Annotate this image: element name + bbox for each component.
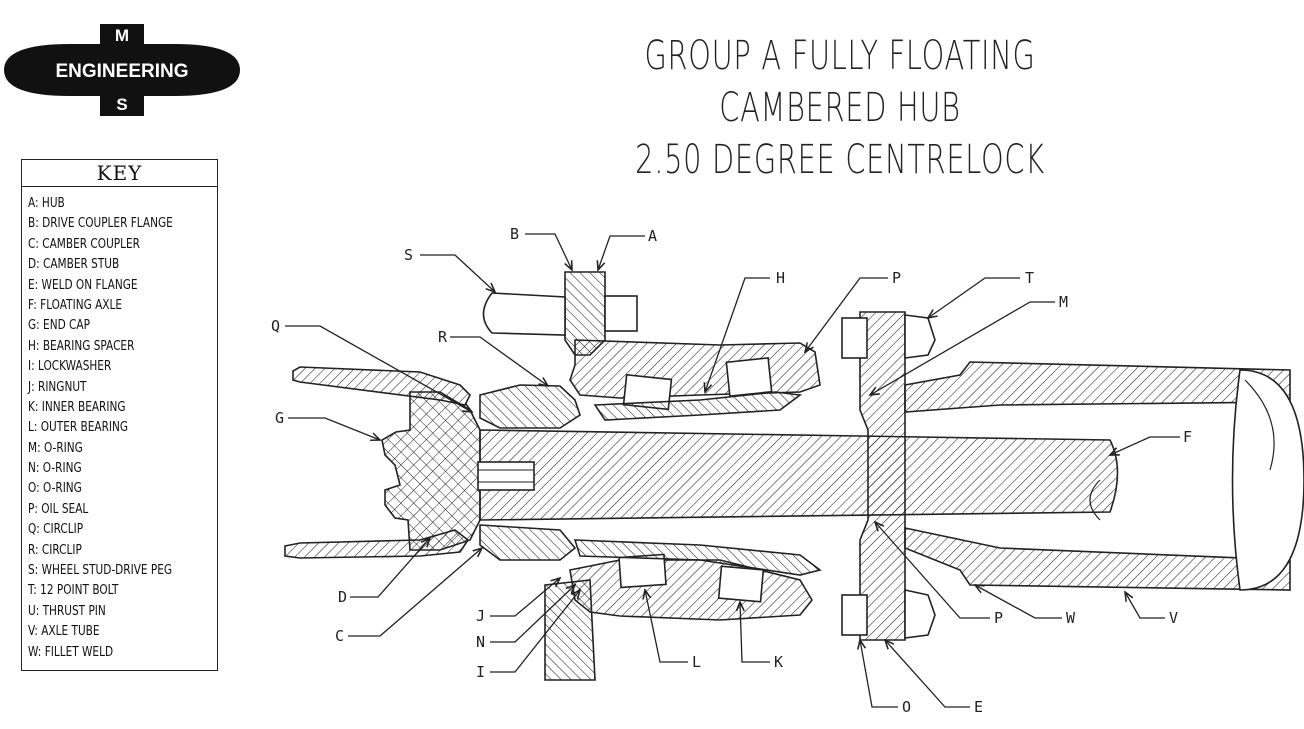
- key-item: O: O-RING: [28, 480, 82, 497]
- axle-tube-bottom: [904, 527, 1291, 591]
- leader-S: [420, 254, 495, 292]
- leader-C: [348, 548, 482, 637]
- leader-H: [705, 277, 770, 392]
- leader-D: [350, 538, 430, 598]
- camber-stub-bottom-tube: [284, 529, 470, 559]
- title-line-2: 2.50 DEGREE CENTRELOCK: [635, 137, 1045, 183]
- leader-W: [975, 585, 1062, 619]
- key-item: J: RINGNUT: [28, 378, 87, 395]
- key-table: KEY A: HUB B: DRIVE COUPLER FLANGE C: CA…: [21, 159, 218, 671]
- leader-G: [288, 417, 380, 440]
- hub-inner-bore-upper: [479, 384, 581, 429]
- callout-S: S: [404, 246, 413, 264]
- leader-P-top: [805, 277, 888, 352]
- callout-K: K: [774, 653, 783, 671]
- logo-letter-bottom: S: [116, 95, 127, 114]
- leader-K: [740, 602, 770, 663]
- leader-A: [598, 235, 645, 270]
- key-item: I: LOCKWASHER: [28, 358, 112, 375]
- leader-R: [450, 336, 548, 386]
- callout-T: T: [1025, 269, 1034, 287]
- axle-tube-top: [904, 361, 1291, 413]
- key-item: G: END CAP: [28, 317, 90, 334]
- callout-O: O: [902, 698, 911, 716]
- key-list: A: HUB B: DRIVE COUPLER FLANGE C: CAMBER…: [22, 187, 217, 662]
- key-item: S: WHEEL STUD-DRIVE PEG: [28, 562, 173, 579]
- end-cap: [381, 391, 481, 551]
- leader-F: [1110, 436, 1180, 455]
- callout-E: E: [974, 698, 983, 716]
- floating-axle: [479, 429, 1119, 521]
- inner-bearing-bottom-roller: [717, 565, 765, 603]
- twelve-point-bolt-bottom: [841, 594, 868, 636]
- key-item: U: THRUST PIN: [28, 602, 106, 619]
- title-line-1: GROUP A FULLY FLOATING CAMBERED HUB: [644, 33, 1036, 131]
- key-item: E: WELD ON FLANGE: [28, 276, 138, 293]
- callout-A: A: [648, 227, 657, 245]
- key-heading: KEY: [22, 160, 217, 187]
- leader-J: [490, 578, 560, 617]
- leader-L: [645, 590, 688, 663]
- inner-bearing-top-roller: [725, 357, 773, 397]
- callout-N: N: [476, 633, 485, 651]
- key-item: M: O-RING: [28, 439, 83, 456]
- callout-J: J: [476, 607, 485, 625]
- leader-N: [490, 585, 575, 643]
- bearing-spacer-top: [593, 391, 803, 421]
- key-item: L: OUTER BEARING: [28, 419, 129, 436]
- callout-D: D: [338, 588, 347, 606]
- leader-V: [1125, 592, 1165, 619]
- callout-L: L: [692, 653, 701, 671]
- callout-V: V: [1169, 609, 1178, 627]
- wheel-stud-drive-peg: [482, 292, 566, 336]
- leader-P-bot: [875, 522, 990, 619]
- key-item: H: BEARING SPACER: [28, 337, 135, 354]
- ms-engineering-logo: M ENGINEERING S: [4, 24, 240, 116]
- leader-I: [490, 590, 580, 673]
- logo-letter-top: M: [115, 26, 129, 45]
- key-item: A: HUB: [28, 195, 65, 211]
- key-item: N: O-RING: [28, 460, 82, 477]
- callout-Q: Q: [271, 317, 280, 335]
- leader-B: [525, 233, 572, 270]
- leader-M: [870, 301, 1055, 395]
- callout-W: W: [1066, 609, 1076, 627]
- key-item: T: 12 POINT BOLT: [28, 582, 119, 599]
- axle-tube-end: [1231, 369, 1304, 591]
- key-item: R: CIRCLIP: [28, 541, 82, 558]
- leader-Q: [285, 325, 472, 412]
- callout-R: R: [438, 328, 448, 346]
- key-item: V: AXLE TUBE: [28, 623, 100, 640]
- key-item: F: FLOATING AXLE: [28, 296, 123, 313]
- ringnut-bottom: [479, 524, 577, 561]
- callout-B: B: [510, 225, 519, 243]
- key-item: K: INNER BEARING: [28, 398, 126, 415]
- hub-upper-body: [569, 339, 821, 399]
- callout-P-bot: P: [994, 609, 1003, 627]
- key-item: Q: CIRCLIP: [28, 521, 84, 538]
- key-item: D: CAMBER STUB: [28, 256, 120, 273]
- twelve-point-bolt-top: [841, 317, 868, 359]
- callout-M: M: [1059, 293, 1068, 311]
- hub-lower-flange: [544, 579, 596, 681]
- logo-word: ENGINEERING: [55, 61, 188, 82]
- callout-F: F: [1183, 428, 1192, 446]
- thrust-pin: [477, 461, 535, 491]
- callout-H: H: [776, 269, 785, 287]
- bearing-spacer-bottom: [573, 539, 822, 576]
- callout-G: G: [275, 409, 284, 427]
- drawing-title: GROUP A FULLY FLOATING CAMBERED HUB 2.50…: [574, 30, 1107, 186]
- leader-O: [860, 640, 898, 708]
- key-item: P: OIL SEAL: [28, 500, 89, 517]
- callout-C: C: [335, 627, 344, 645]
- key-item: W: FILLET WELD: [28, 643, 114, 660]
- key-item: C: CAMBER COUPLER: [28, 235, 140, 252]
- callout-I: I: [476, 663, 485, 681]
- key-item: B: DRIVE COUPLER FLANGE: [28, 215, 173, 232]
- leader-E: [885, 640, 970, 708]
- callout-P-top: P: [892, 269, 901, 287]
- leader-T: [928, 277, 1020, 318]
